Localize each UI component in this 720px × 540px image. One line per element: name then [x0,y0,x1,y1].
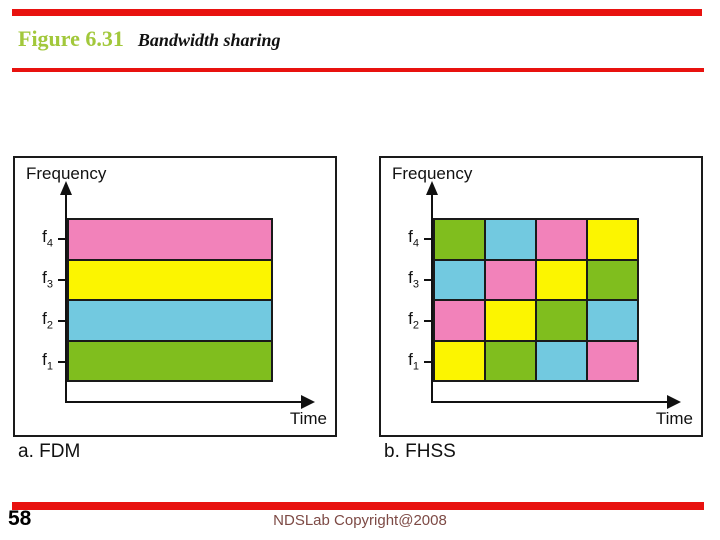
freq-label-text: f2 [408,308,419,332]
fhss-grid [433,218,639,382]
y-axis-line [65,194,67,402]
fdm-band-green [69,339,271,380]
axis-tick [58,237,65,240]
footer-text: NDSLab Copyright@2008 [273,512,447,529]
fhss-cell-r1-c2-yellow [537,260,586,299]
caption-fdm: a. FDM [18,441,81,462]
slide-title: Figure 6.31 Bandwidth sharing [18,26,281,52]
freq-label-f1: f1 [385,341,431,382]
fhss-cell-r1-c1-pink [486,260,535,299]
fhss-cell-r1-c3-green [588,260,637,299]
red-bar-bottom [12,502,704,510]
fhss-cell-r3-c1-green [486,341,535,380]
page-number: 58 [8,507,32,530]
freq-label-f4: f4 [19,218,65,259]
figure-caption: Bandwidth sharing [137,30,281,50]
fhss-cell-r3-c3-pink [588,341,637,380]
fhss-cell-r0-c3-yellow [588,220,637,259]
axis-tick [58,278,65,281]
y-axis-arrow-icon [426,181,438,195]
freq-label-f2: f2 [19,300,65,341]
freq-label-text: f1 [408,349,419,373]
x-axis-line [431,401,671,403]
fdm-band-blue [69,299,271,340]
axis-tick [424,319,431,322]
freq-label-f1: f1 [19,341,65,382]
fdm-bands [67,218,273,382]
y-axis-label: Frequency [392,164,473,183]
axis-tick [424,278,431,281]
x-axis-label: Time [655,409,693,428]
fhss-cell-r3-c0-yellow [435,341,484,380]
freq-label-column: f4 f3 f2 f1 [385,218,431,382]
y-axis-line [431,194,433,402]
axis-tick [424,237,431,240]
x-axis-arrow-icon [301,395,315,409]
fhss-cell-r2-c2-green [537,301,586,340]
freq-label-text: f4 [42,226,53,250]
freq-label-f2: f2 [385,300,431,341]
freq-label-text: f2 [42,308,53,332]
freq-label-text: f3 [408,267,419,291]
fhss-cell-r0-c0-green [435,220,484,259]
fhss-cell-r2-c0-pink [435,301,484,340]
freq-label-text: f3 [42,267,53,291]
panel-fdm: Frequency f4 f3 f2 f1 Time [13,156,337,437]
fhss-cell-r2-c1-yellow [486,301,535,340]
red-divider [12,68,704,72]
freq-label-f3: f3 [19,259,65,300]
red-bar-top [12,9,702,16]
y-axis-label: Frequency [26,164,107,183]
axis-tick [424,360,431,363]
fhss-cell-r0-c1-blue [486,220,535,259]
freq-label-f4: f4 [385,218,431,259]
freq-label-text: f4 [408,226,419,250]
fhss-cell-r2-c3-blue [588,301,637,340]
x-axis-arrow-icon [667,395,681,409]
fhss-cell-r1-c0-blue [435,260,484,299]
x-axis-line [65,401,305,403]
fdm-band-yellow [69,258,271,299]
y-axis-arrow-icon [60,181,72,195]
fdm-band-pink [69,220,271,259]
freq-label-column: f4 f3 f2 f1 [19,218,65,382]
freq-label-text: f1 [42,349,53,373]
axis-tick [58,319,65,322]
figure-label: Figure 6.31 [18,26,124,51]
panel-fhss: Frequency f4 f3 f2 f1 Time [379,156,703,437]
fhss-cell-r3-c2-blue [537,341,586,380]
caption-fhss: b. FHSS [384,441,456,462]
fhss-cell-r0-c2-pink [537,220,586,259]
freq-label-f3: f3 [385,259,431,300]
axis-tick [58,360,65,363]
x-axis-label: Time [289,409,327,428]
